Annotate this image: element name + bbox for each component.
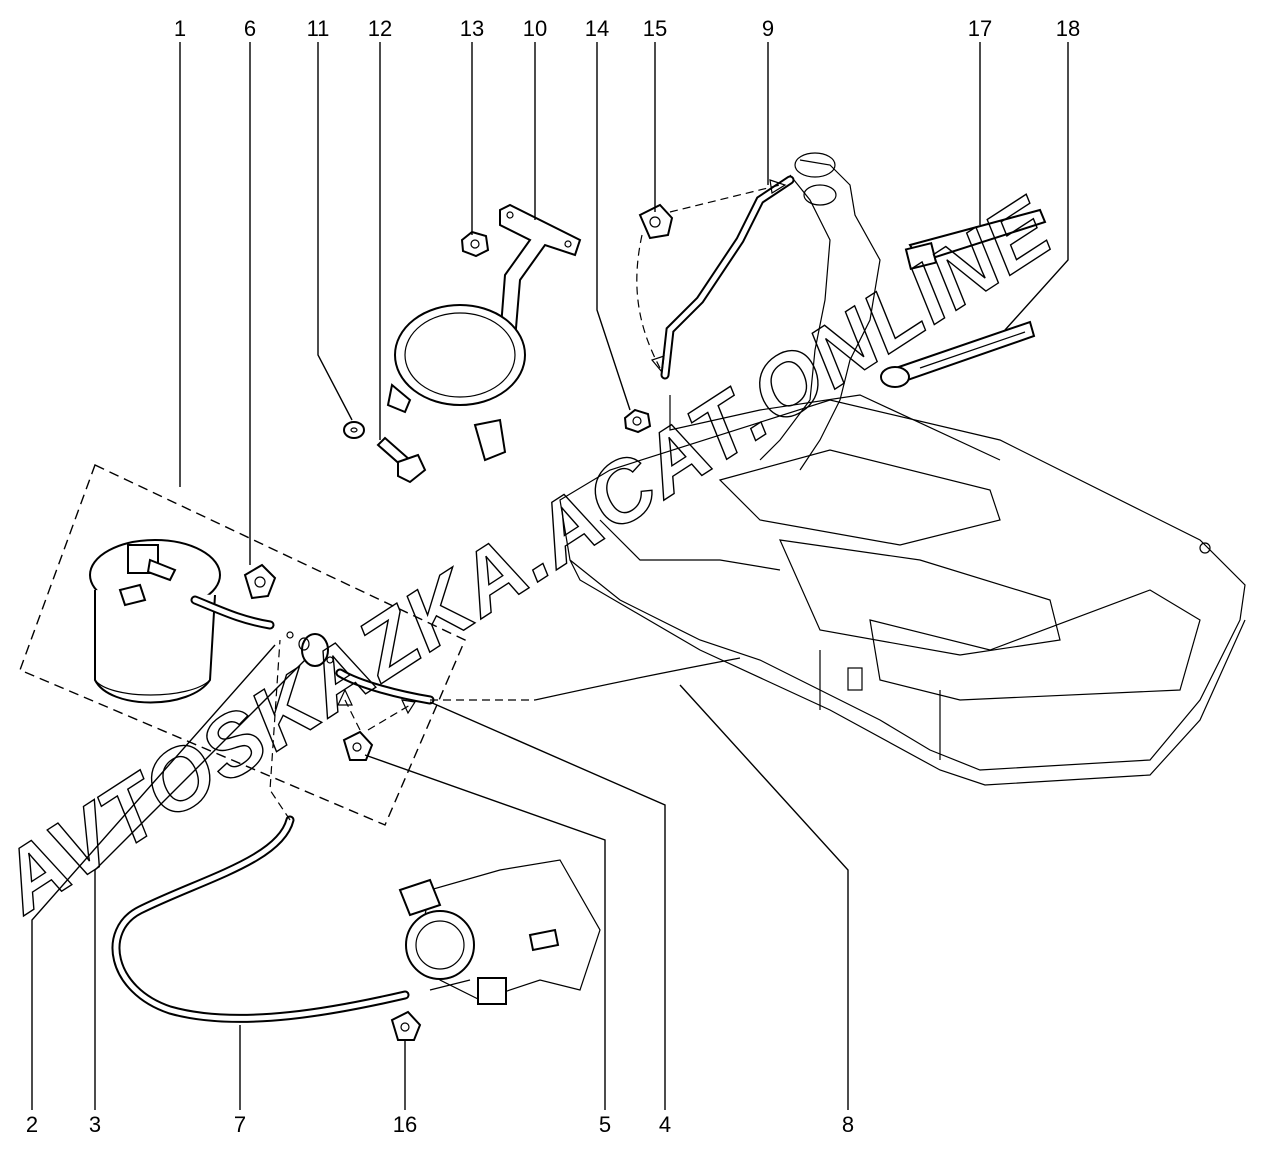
callouts-bottom: 2 3 7 16 5 4 8 [26,1112,854,1137]
callout-7: 7 [234,1112,246,1137]
nut-14 [623,408,652,434]
strap-18 [880,320,1036,388]
filler-neck [759,152,881,471]
leader-lines [31,42,1069,1110]
callout-1: 1 [174,16,186,41]
callout-11: 11 [307,16,330,41]
valve-3 [286,631,334,667]
callout-6: 6 [244,16,256,41]
callout-4: 4 [659,1112,671,1137]
callout-10: 10 [523,16,547,41]
callout-8: 8 [842,1112,854,1137]
strap-17 [904,208,1047,271]
callout-16: 16 [393,1112,417,1137]
callout-5: 5 [599,1112,611,1137]
nut-13 [460,230,490,258]
fuel-tank [559,399,1246,786]
clip-5 [342,730,374,761]
canister [89,539,221,704]
clip-15 [638,203,674,240]
callout-18: 18 [1056,16,1080,41]
clip-16 [390,1010,422,1041]
callout-9: 9 [762,16,774,41]
bracket-10 [386,203,582,462]
callout-17: 17 [968,16,992,41]
callout-2: 2 [26,1112,38,1137]
callout-3: 3 [89,1112,101,1137]
group-box-1 [19,464,466,826]
callout-12: 12 [368,16,392,41]
bolt-12 [376,436,427,484]
throttle-body [398,859,601,1005]
callout-14: 14 [585,16,609,41]
washer-11 [343,421,365,439]
clip-6 [243,563,277,600]
arrow-path-15b [636,234,661,369]
vent-tube [669,394,1001,461]
callout-13: 13 [460,16,484,41]
callouts-top: 1 6 11 12 13 10 14 15 9 17 18 [174,16,1080,41]
pipe-8 [534,657,741,701]
arrow-path-15 [669,184,781,213]
callout-15: 15 [643,16,667,41]
